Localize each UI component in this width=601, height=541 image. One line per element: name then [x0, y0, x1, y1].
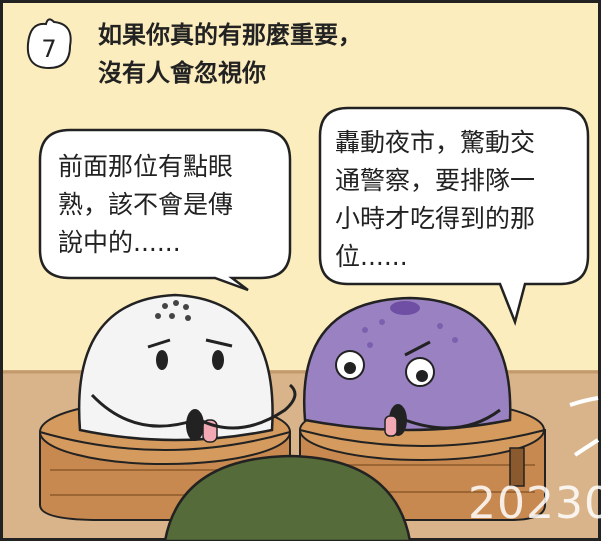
caption-line-1: 如果你真的有那麼重要， [98, 21, 362, 49]
right-bubble-line-4: 位...... [335, 242, 408, 271]
panel-number: 7 [41, 35, 56, 63]
taro-bun-character [302, 296, 512, 437]
left-bubble-line-2: 熟，該不會是傳 [58, 190, 234, 219]
watermark-text: 202305 [468, 478, 601, 529]
left-bubble-text: 前面那位有點眼 熟，該不會是傳 說中的...... [58, 148, 233, 262]
caption-line-2: 沒有人會忽視你 [98, 59, 266, 87]
white-bun-character [77, 293, 297, 443]
green-bun-back [163, 454, 412, 541]
panel-number-badge: 7 [26, 18, 72, 70]
right-bubble-line-1: 轟動夜市，驚動交 [335, 128, 536, 157]
right-bubble-line-2: 通警察，要排隊一 [335, 166, 536, 195]
right-bubble-line-3: 小時才吃得到的那 [335, 204, 536, 233]
panel-caption: 如果你真的有那麼重要， 沒有人會忽視你 [98, 16, 362, 92]
left-bubble-line-1: 前面那位有點眼 [58, 152, 234, 181]
right-speech-bubble [318, 106, 590, 327]
left-bubble-line-3: 說中的...... [58, 228, 181, 257]
decor-stroke [569, 396, 599, 407]
right-bubble-text: 轟動夜市，驚動交 通警察，要排隊一 小時才吃得到的那 位...... [335, 124, 535, 276]
left-speech-bubble [38, 128, 292, 292]
decor-stroke [573, 438, 600, 457]
